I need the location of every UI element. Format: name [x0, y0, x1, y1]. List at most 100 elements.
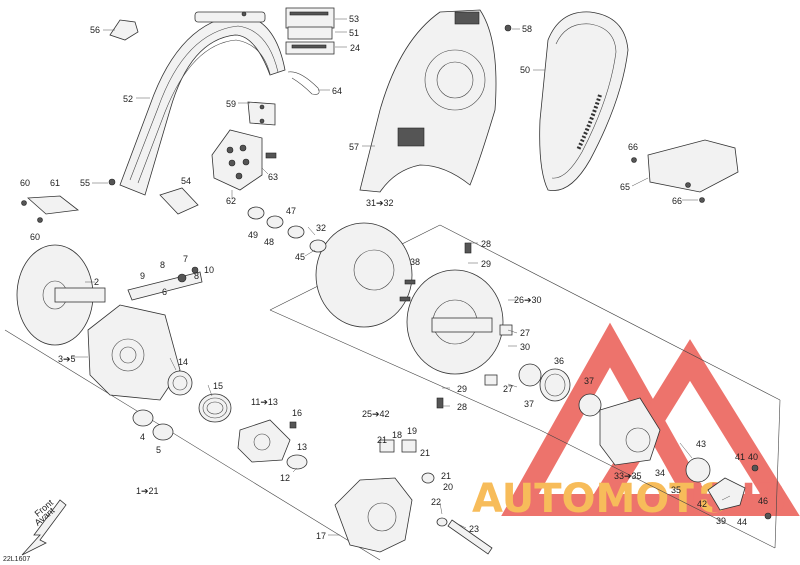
- label-25-42: 25➔42: [362, 409, 390, 419]
- bushings-4-5: [132, 409, 174, 441]
- label-14: 14: [178, 357, 188, 367]
- label-1-21: 1➔21: [136, 486, 159, 496]
- washer-43: [685, 457, 711, 483]
- label-42: 42: [697, 499, 707, 509]
- label-34: 34: [655, 468, 665, 478]
- label-65: 65: [620, 182, 630, 192]
- label-8b: 8: [194, 271, 199, 281]
- drawing-code: 22L1607: [3, 556, 30, 563]
- label-32: 32: [316, 223, 326, 233]
- label-22: 22: [431, 497, 441, 507]
- label-27b: 27: [503, 384, 513, 394]
- rings-37: [518, 363, 602, 417]
- watermark-text-automoto: AUTOMOTO: [472, 476, 731, 522]
- spring-15: [198, 393, 232, 423]
- label-24: 24: [350, 43, 360, 53]
- label-26-30: 26➔30: [514, 295, 542, 305]
- inner-cover-57: [359, 9, 497, 193]
- label-17: 17: [316, 531, 326, 541]
- label-23: 23: [469, 524, 479, 534]
- spring-36: [539, 368, 571, 402]
- bracket-65: [647, 139, 739, 193]
- label-63: 63: [268, 172, 278, 182]
- label-4: 4: [140, 432, 145, 442]
- label-13: 13: [297, 442, 307, 452]
- label-33-35: 33➔35: [614, 471, 642, 481]
- label-51: 51: [349, 28, 359, 38]
- label-28b: 28: [457, 402, 467, 412]
- movable-sheave-3: [87, 304, 181, 401]
- washer-12: [286, 454, 308, 470]
- bracket-61: [21, 195, 80, 223]
- label-3-5: 3➔5: [58, 354, 76, 364]
- label-29b: 29: [457, 384, 467, 394]
- hub-39-44: [707, 464, 772, 520]
- drive-belt-50: [539, 11, 629, 192]
- front-direction-arrow: Front Avant: [21, 497, 67, 556]
- label-28a: 28: [481, 239, 491, 249]
- label-29a: 29: [481, 259, 491, 269]
- label-62: 62: [226, 196, 236, 206]
- fixed-sheave-2: [16, 244, 106, 346]
- label-27a: 27: [520, 328, 530, 338]
- clip-56: [109, 19, 139, 41]
- label-5: 5: [156, 445, 161, 455]
- nut-58: [504, 24, 512, 32]
- label-45: 45: [295, 252, 305, 262]
- label-40: 40: [748, 452, 758, 462]
- sliders-27: [484, 324, 513, 386]
- label-47: 47: [286, 206, 296, 216]
- label-39: 39: [716, 516, 726, 526]
- bracket-54: [159, 187, 199, 215]
- label-43: 43: [696, 439, 706, 449]
- label-12: 12: [280, 473, 290, 483]
- label-46: 46: [758, 496, 768, 506]
- label-21a: 21: [377, 435, 387, 445]
- label-48: 48: [264, 237, 274, 247]
- label-49: 49: [248, 230, 258, 240]
- label-2: 2: [94, 277, 99, 287]
- label-15: 15: [213, 381, 223, 391]
- label-37a: 37: [584, 376, 594, 386]
- spider-11: [237, 419, 291, 463]
- label-21b: 21: [420, 448, 430, 458]
- label-66a: 66: [628, 142, 638, 152]
- label-61: 61: [50, 178, 60, 188]
- pin-64: [287, 71, 320, 95]
- label-59: 59: [226, 99, 236, 109]
- plate-62: [211, 129, 263, 191]
- housing-17: [334, 439, 435, 553]
- group-outlines: [4, 224, 781, 561]
- pins-38: [399, 279, 416, 302]
- bolt-63: [265, 152, 277, 159]
- bracket-59: [247, 101, 276, 126]
- label-58: 58: [522, 24, 532, 34]
- belt-guard-52: [119, 11, 286, 196]
- label-36: 36: [554, 356, 564, 366]
- leader-lines: [72, 18, 731, 536]
- label-64: 64: [332, 86, 342, 96]
- screw-55: [108, 178, 116, 186]
- label-30: 30: [520, 342, 530, 352]
- bolt-23: [436, 517, 493, 555]
- sheave-31-32: [315, 222, 413, 328]
- label-9: 9: [140, 271, 145, 281]
- callout-labels: 1➔21 2 3➔5 4 5 6 7 8 8 9 10 11➔13 12 13 …: [20, 14, 768, 541]
- cam-33-35: [599, 397, 661, 466]
- label-37b: 37: [524, 399, 534, 409]
- label-41: 41: [735, 452, 745, 462]
- sheave-26: [406, 269, 504, 375]
- lever-6-8: [127, 266, 203, 301]
- ring-14: [167, 370, 193, 396]
- label-19: 19: [407, 426, 417, 436]
- label-53: 53: [349, 14, 359, 24]
- label-66b: 66: [672, 196, 682, 206]
- label-6: 6: [162, 287, 167, 297]
- label-38: 38: [410, 257, 420, 267]
- rings-45-49: [247, 206, 327, 253]
- label-16: 16: [292, 408, 302, 418]
- label-21c: 21: [441, 471, 451, 481]
- label-57: 57: [349, 142, 359, 152]
- label-35: 35: [671, 485, 681, 495]
